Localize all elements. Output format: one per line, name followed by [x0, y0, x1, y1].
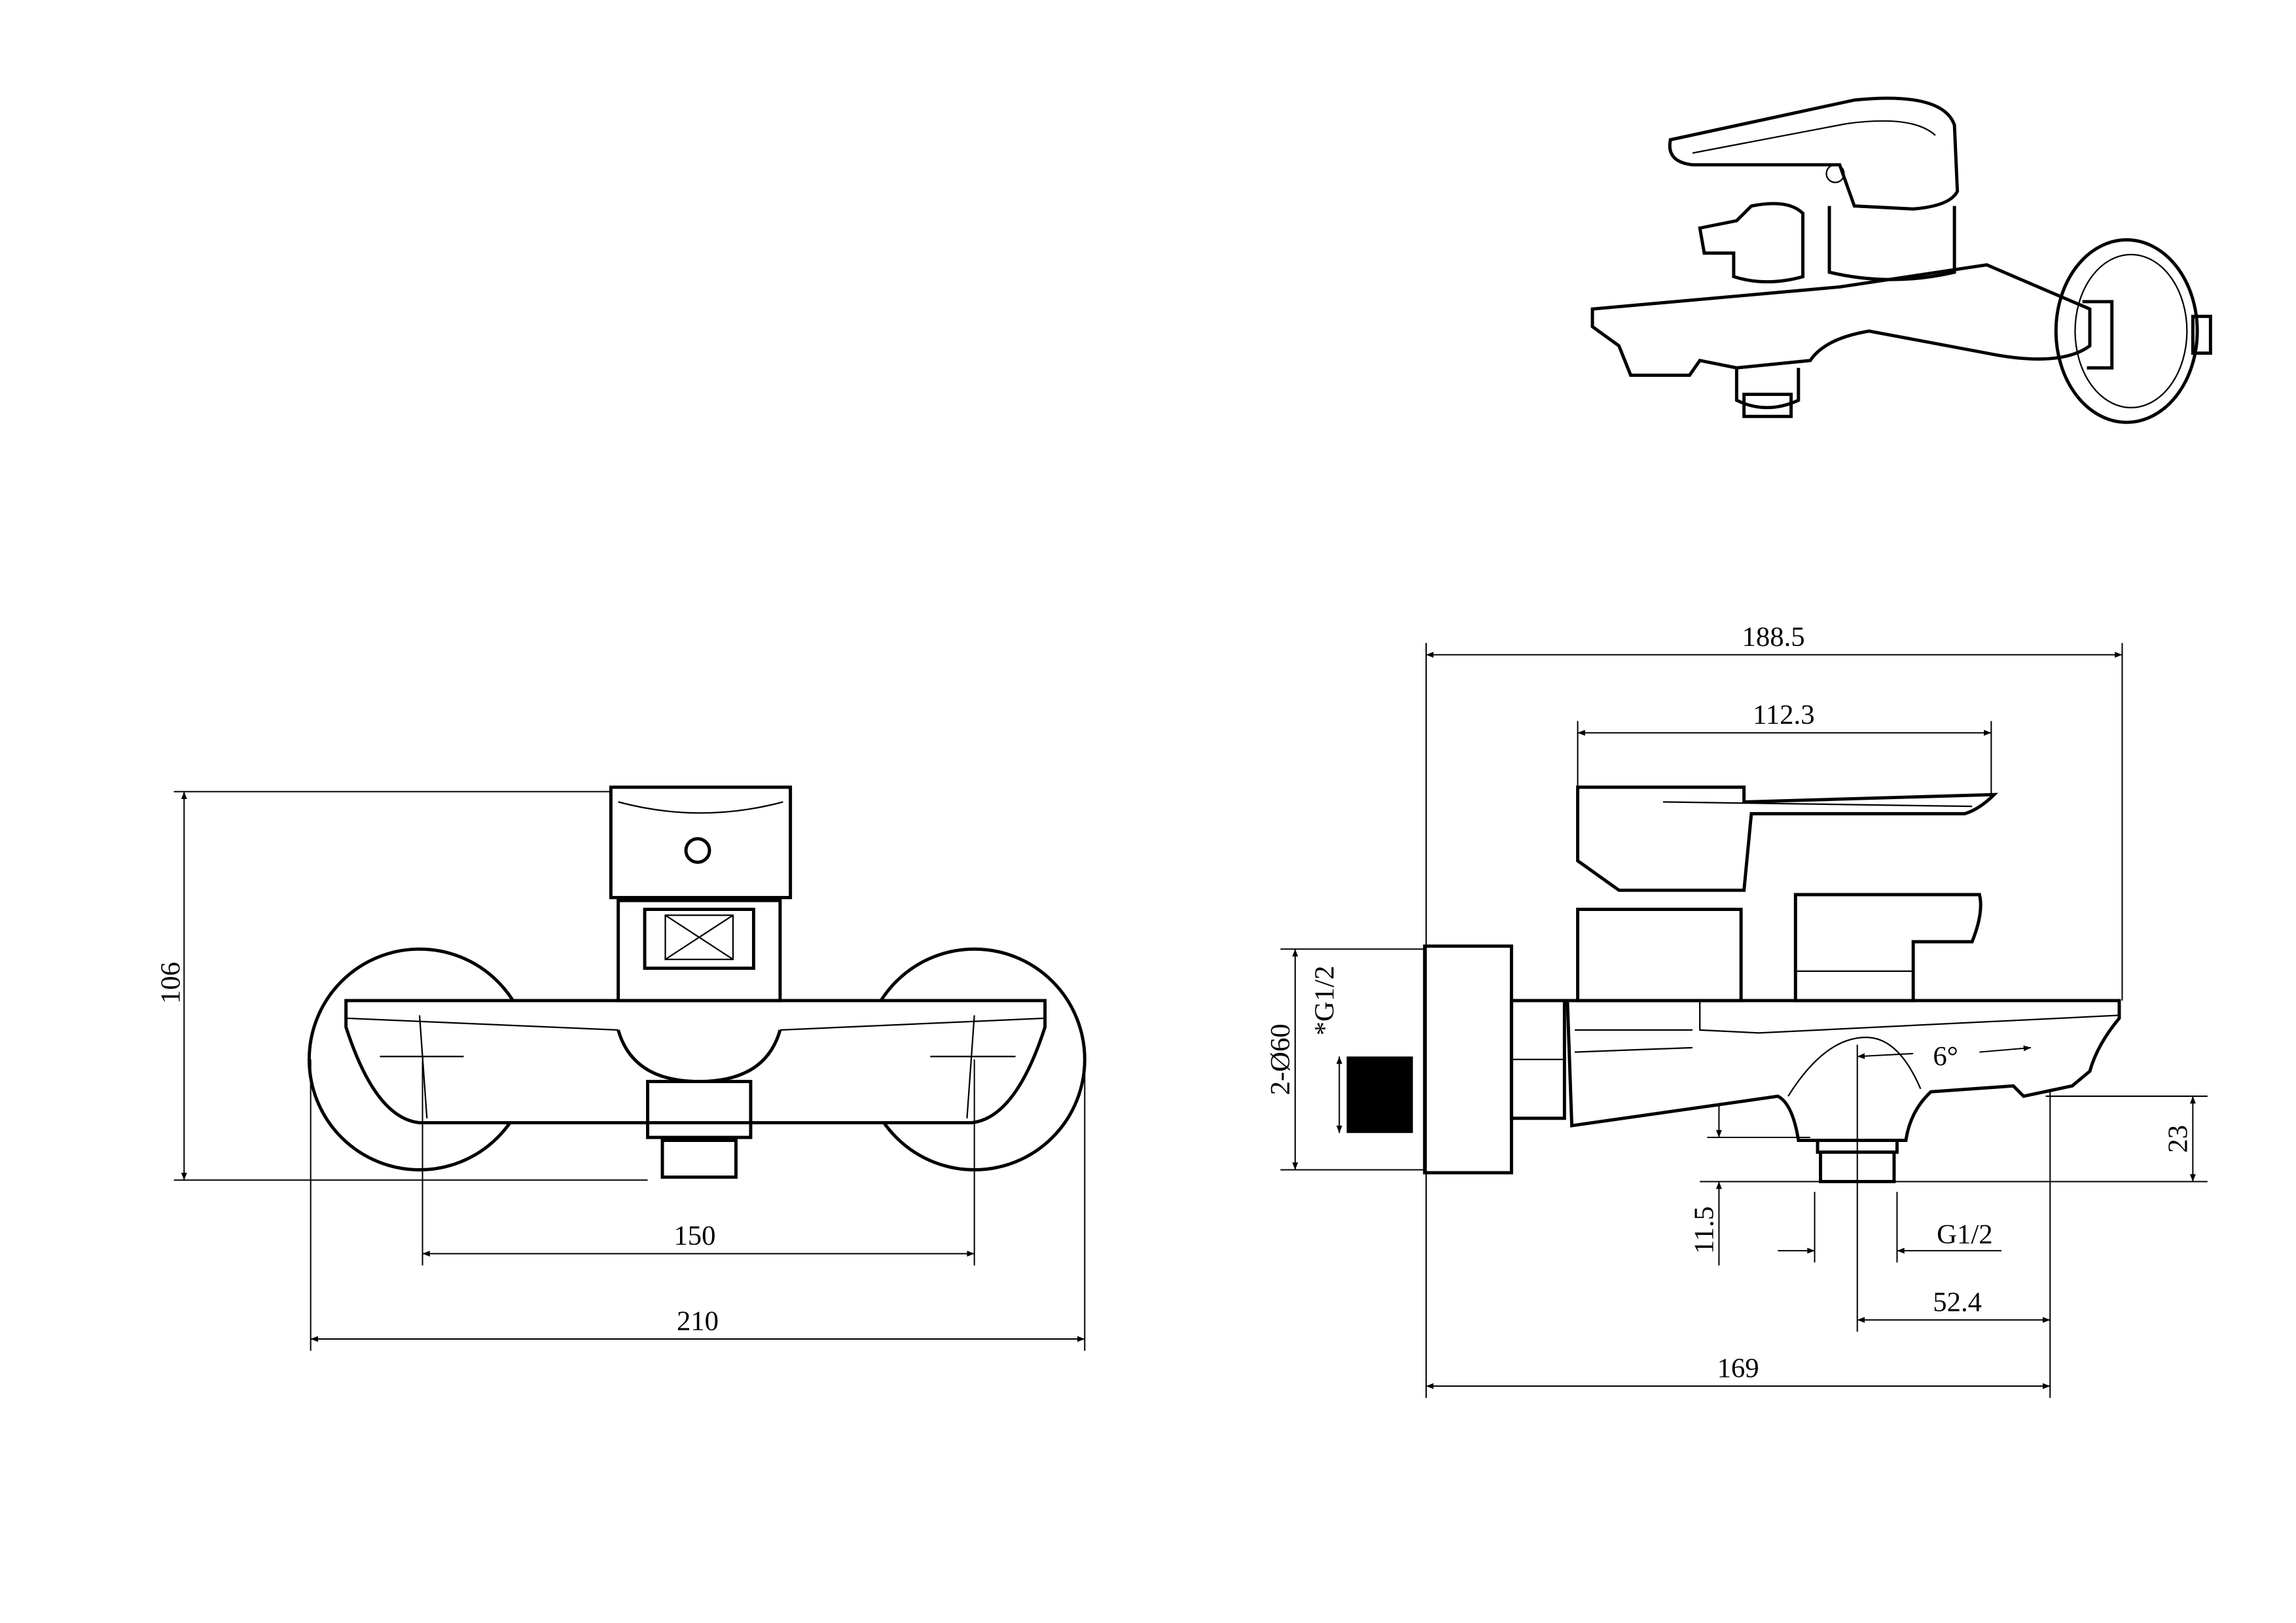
mixer-body — [344, 999, 1047, 1125]
lever-cap — [609, 785, 793, 900]
diverter-detail — [664, 914, 734, 961]
iso-lever-handle — [1668, 96, 1960, 211]
dimension-210-label: 210 — [677, 1306, 719, 1337]
iso-inlet-thread — [2191, 314, 2212, 355]
outlet-body — [646, 1080, 753, 1139]
diverter-side — [1793, 893, 1982, 1003]
spout-body-side — [1566, 999, 2121, 1142]
dimension-inlet-thread-label: *G1/2 — [1309, 966, 1340, 1036]
iso-spout-body — [1590, 263, 2092, 377]
dimension-106-label: 106 — [156, 962, 187, 1004]
dimension-outlet-thread-label: G1/2 — [1937, 1219, 1992, 1250]
lever-edge — [618, 801, 783, 814]
dimension-112-3-label: 112.3 — [1753, 700, 1815, 730]
angle-label: 6° — [1933, 1041, 1958, 1072]
dimension-188-5-label: 188.5 — [1742, 622, 1805, 652]
side-view — [1346, 785, 2121, 1183]
dimension-23-label: 23 — [2162, 1125, 2193, 1153]
iso-lever-screw — [1825, 164, 1845, 183]
dimension-52-4-label: 52.4 — [1933, 1287, 1982, 1317]
isometric-view — [1590, 96, 2212, 424]
angle-arrow-right — [1979, 1045, 2032, 1053]
lever-edge-side — [1662, 801, 1973, 808]
outlet-nut — [660, 1139, 738, 1179]
iso-diverter-knob — [1698, 202, 1805, 283]
iso-outlet — [1734, 368, 1801, 410]
wall-flange-side — [1423, 944, 1513, 1175]
dimension-flange-label: 2-Ø60 — [1265, 1024, 1296, 1095]
inlet-thread — [1346, 1056, 1413, 1133]
front-dimensions: 106 150 210 — [156, 791, 1086, 1351]
lever-side — [1576, 785, 1998, 892]
angle-arrow-left — [1857, 1052, 1914, 1060]
side-dimensions: 188.5 112.3 2-Ø60 *G1/2 6° 23 11.5 G1/2 … — [1265, 622, 2208, 1398]
diverter-block — [643, 908, 755, 970]
spout-detail-lines — [1574, 1000, 2120, 1097]
iso-lever-edge — [1692, 120, 1936, 154]
iso-wall-flange-inner — [2074, 253, 2188, 408]
iso-connector — [2082, 300, 2114, 370]
dimension-11-5-label: 11.5 — [1689, 1206, 1719, 1254]
iso-wall-flange — [2054, 238, 2199, 424]
dimension-169-label: 169 — [1717, 1353, 1759, 1384]
iso-cartridge-body — [1827, 205, 1956, 281]
body-detail-lines — [346, 1015, 1045, 1118]
iso-outlet-nut — [1742, 393, 1793, 418]
front-view — [307, 785, 1086, 1179]
cartridge-side — [1576, 908, 1743, 1003]
dimension-150-label: 150 — [673, 1221, 715, 1251]
lever-screw-hole — [684, 837, 711, 865]
